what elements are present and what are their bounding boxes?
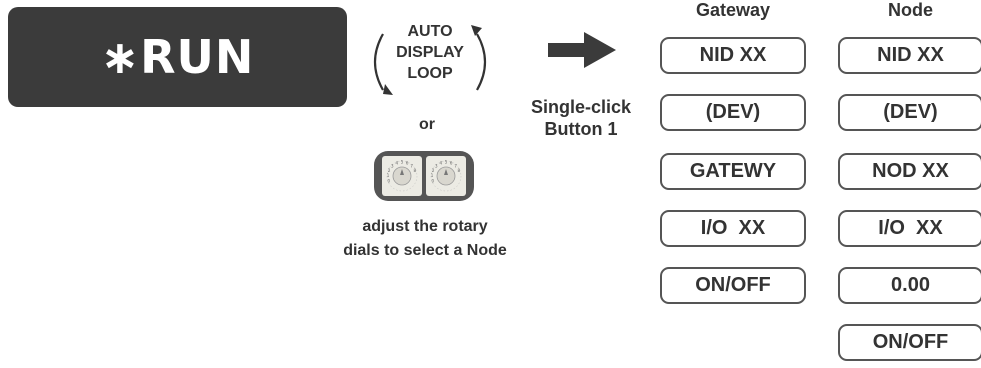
adjust-dials-caption: adjust the rotary dials to select a Node: [305, 215, 545, 263]
single-click-line-1: Single-click: [530, 97, 632, 117]
gateway-io-screen: I/O XX: [660, 210, 806, 247]
single-click-line-2: Button 1: [544, 119, 618, 139]
node-nid-screen: NID XX: [838, 37, 981, 74]
node-value-screen: 0.00: [838, 267, 981, 304]
dial-digit: 6: [450, 161, 453, 166]
node-header: Node: [888, 0, 933, 20]
loop-line-loop: LOOP: [407, 65, 453, 82]
dial-digit: 0: [388, 178, 391, 183]
dial-digit: 5: [445, 160, 448, 165]
dial-digit: 5: [401, 160, 404, 165]
adjust-line-1: adjust the rotary: [362, 218, 488, 235]
gateway-onoff-screen: ON/OFF: [660, 267, 806, 304]
dial-digit: 7: [410, 163, 413, 168]
dial-digit: 3: [391, 163, 394, 168]
right-arrow-icon: [548, 32, 616, 68]
gateway-gatewy-screen: GATEWY: [660, 153, 806, 190]
dial-digit: 4: [440, 161, 443, 166]
dial-digit: 8: [458, 168, 461, 173]
node-onoff-screen: ON/OFF: [838, 324, 981, 361]
dial-digit: 3: [435, 163, 438, 168]
dial-digit: 1: [387, 173, 390, 178]
dial-digit: 8: [414, 168, 417, 173]
single-click-caption: Single-click Button 1: [513, 96, 649, 140]
run-display: ∗RUN: [8, 7, 347, 107]
auto-display-loop: AUTO DISPLAY LOOP: [365, 22, 495, 102]
dial-digit: 2: [432, 168, 435, 173]
loop-line-display: DISPLAY: [396, 44, 464, 61]
dial-digit: 1: [431, 173, 434, 178]
node-nod-screen: NOD XX: [838, 153, 981, 190]
loop-arrows-icon: [373, 25, 487, 95]
or-label: or: [419, 116, 435, 133]
dial-digit: 2: [388, 168, 391, 173]
gateway-nid-screen: NID XX: [660, 37, 806, 74]
node-io-screen: I/O XX: [838, 210, 981, 247]
run-label: ∗RUN: [100, 30, 255, 84]
gateway-dev-screen: (DEV): [660, 94, 806, 131]
dial-digit: 0: [432, 178, 435, 183]
node-dev-screen: (DEV): [838, 94, 981, 131]
dial-digit: 6: [406, 161, 409, 166]
dial-digit: 7: [454, 163, 457, 168]
adjust-line-2: dials to select a Node: [343, 242, 507, 259]
dial-digit: 4: [396, 161, 399, 166]
loop-line-auto: AUTO: [407, 23, 453, 40]
gateway-header: Gateway: [695, 0, 771, 20]
